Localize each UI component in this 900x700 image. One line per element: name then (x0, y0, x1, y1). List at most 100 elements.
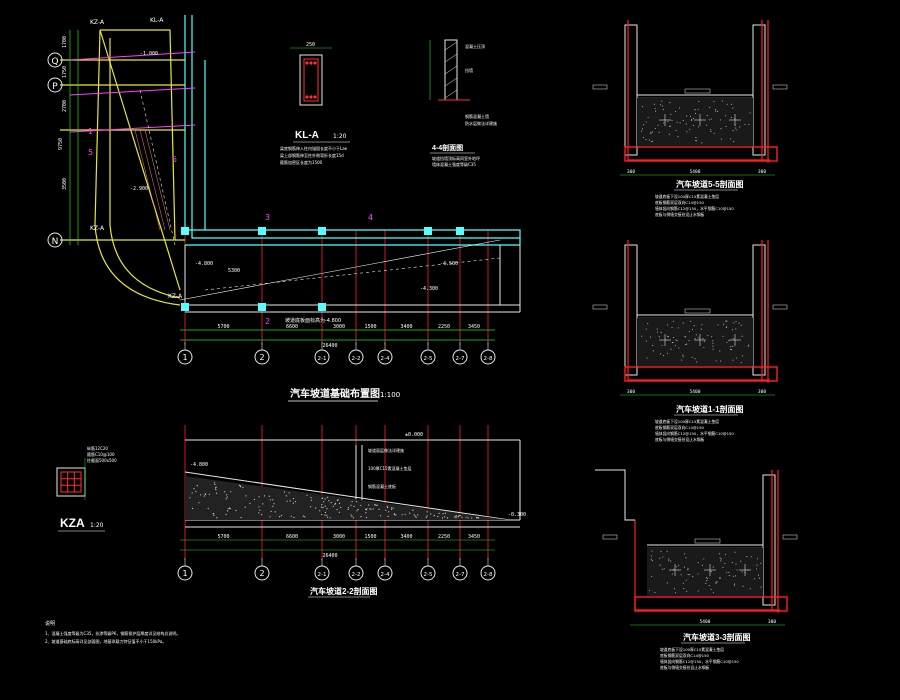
plan-grid-label: 2 (259, 353, 264, 362)
plan-grid-label: 2-2 (352, 356, 361, 362)
plan-grid-label: 2-4 (381, 356, 390, 362)
s22-elev-1: -4.800 (190, 462, 208, 468)
kla-note-2: 梁上部钢筋伸至柱外侧弯折长度15d (280, 152, 344, 158)
s44-title: 4-4剖面图 (432, 143, 463, 152)
s44-label-1: 混凝土压顶 (465, 43, 485, 49)
elev-2: -4.500 (440, 261, 458, 267)
kza-note-2: 箍筋C10@100 (87, 451, 115, 457)
s44-label-2: 挡墙 (465, 67, 473, 73)
col-tag-kza-1: KZ-A (90, 19, 105, 26)
section-mark-5b: 5 (172, 155, 177, 164)
kza-note-1: 纵筋12C20 (87, 445, 108, 451)
plan-left-dims: 1700 1750 2700 3500 9750 (58, 36, 68, 190)
s55-dim: 300 (627, 169, 635, 175)
kza-scale: 1:20 (90, 522, 104, 529)
s11-note-1: 坡道底板下设100厚C15素混凝土垫层 (655, 419, 719, 424)
plan-grid-label: 2-1 (318, 356, 327, 362)
plan-bubble (254, 349, 270, 365)
s22-grid-label: 1 (182, 569, 187, 578)
s55-notes: 坡道底板下设100厚C15素混凝土垫层 底板钢筋双层双向C14@150 墙体竖向… (655, 194, 734, 217)
s22-bubble (452, 565, 468, 581)
s22-label-3: 钢筋混凝土底板 (368, 483, 396, 489)
plan-bubble (348, 349, 364, 365)
s11-dim: 300 (627, 389, 635, 395)
dim-text: 5700 (217, 324, 229, 330)
s33-note-1: 坡道底板下设100厚C15素混凝土垫层 (660, 647, 724, 652)
s11-note-2: 底板钢筋双层双向C14@150 (655, 425, 704, 430)
s55-title: 汽车坡道5-5剖面图 (676, 179, 744, 189)
s22-bubble (177, 565, 193, 581)
kla-scale: 1:20 (333, 133, 347, 140)
section-1-1: 300 5400 300 (592, 240, 788, 396)
kla-note-3: 箍筋加密区长度为1500 (280, 159, 323, 165)
plan-dimension-text: 5700 6600 3000 1500 3400 2250 3450 (217, 324, 480, 330)
plan-row-bubbles: Q P N (47, 52, 63, 248)
s22-bubble (480, 565, 496, 581)
s55-dim: 5400 (690, 169, 701, 175)
s55-note-4: 底板与侧墙交接处设止水钢板 (655, 212, 705, 217)
s11-note-4: 底板与侧墙交接处设止水钢板 (655, 437, 705, 442)
s33-note-3: 墙体竖向钢筋C12@150，水平钢筋C10@150 (660, 659, 739, 664)
svg-text:1700: 1700 (62, 36, 68, 48)
s33-notes: 坡道底板下设100厚C15素混凝土垫层 底板钢筋双层双向C14@150 墙体竖向… (660, 647, 739, 670)
s33-dim: 5400 (700, 619, 711, 625)
dim-text: 3000 (333, 534, 345, 540)
dim-text: 3450 (468, 324, 480, 330)
plan-subtitle: 坡道底板面标高为-4.800 (285, 317, 341, 324)
notes-heading: 说明 (45, 620, 55, 627)
s22-bubble (377, 565, 393, 581)
section-4-4: 混凝土压顶 挡墙 钢筋混凝土墙 防水层做法详建施 4-4剖面图 坡道挡墙顶标高同… (429, 39, 497, 167)
s55-dim: 300 (758, 169, 766, 175)
s22-label-1: 坡道面层做法详建施 (368, 447, 404, 453)
dim-5300: 5300 (228, 268, 240, 274)
section-mark-5: 5 (88, 148, 93, 157)
col-tag-kla: KL-A (150, 17, 164, 24)
s22-elev-3: -0.300 (508, 512, 526, 518)
s22-grid-label: 2-7 (456, 572, 465, 578)
dim-text: 2250 (438, 324, 450, 330)
dim-text: 6600 (286, 534, 298, 540)
kla-detail: 250 KL-A 1:20 梁底钢筋伸入柱内锚固长度不小于Lae 梁上部钢筋伸至… (280, 42, 350, 165)
dim-text: 3000 (333, 324, 345, 330)
kza-title: KZA (60, 516, 85, 530)
col-tag-kza-3: KZ-A (168, 293, 183, 300)
section-mark-4: 4 (368, 213, 373, 222)
row-label-n: N (52, 237, 59, 247)
s11-dim: 5400 (690, 389, 701, 395)
s11-dim: 300 (758, 389, 766, 395)
row-label-q: Q (51, 57, 58, 67)
elev-4: -1.000 (140, 51, 158, 57)
plan-grid-label: 2-7 (456, 356, 465, 362)
kla-dim: 250 (306, 42, 315, 48)
plan-bubble (420, 349, 436, 365)
plan-bubble (452, 349, 468, 365)
kla-note-1: 梁底钢筋伸入柱内锚固长度不小于Lae (280, 145, 348, 151)
s22-total: 26400 (322, 553, 337, 559)
plan-total-dim: 26400 (322, 343, 337, 349)
elev-1: -4.800 (195, 261, 213, 267)
s22-bubble (420, 565, 436, 581)
dim-text: 6600 (286, 324, 298, 330)
s22-grid-label: 2-4 (381, 572, 390, 578)
s22-label-2: 100厚C15素混凝土垫层 (368, 465, 412, 471)
s44-label-3: 钢筋混凝土墙 (465, 113, 489, 119)
s44-note-1: 坡道挡墙顶标高同室外地坪 (432, 155, 480, 161)
dim-text: 1500 (364, 324, 376, 330)
col-tag-kza-2: KZ-A (90, 225, 105, 232)
s22-grid-label: 2-5 (424, 572, 433, 578)
elev-3: -2.900 (130, 186, 148, 192)
s22-bubble (254, 565, 270, 581)
svg-text:9750: 9750 (58, 138, 64, 150)
notes-line-2: 2、坡道基础底标高详见剖面图，地基承载力特征值不小于150kPa。 (45, 638, 166, 644)
dim-text: 3400 (400, 324, 412, 330)
plan-bubble (480, 349, 496, 365)
section-mark-3: 3 (265, 213, 270, 222)
kza-detail: 纵筋12C20 箍筋C10@100 柱截面500x500 KZA 1:20 (56, 445, 117, 532)
s11-title: 汽车坡道1-1剖面图 (676, 404, 744, 414)
section-5-5: 300 5400 300 (592, 20, 788, 176)
